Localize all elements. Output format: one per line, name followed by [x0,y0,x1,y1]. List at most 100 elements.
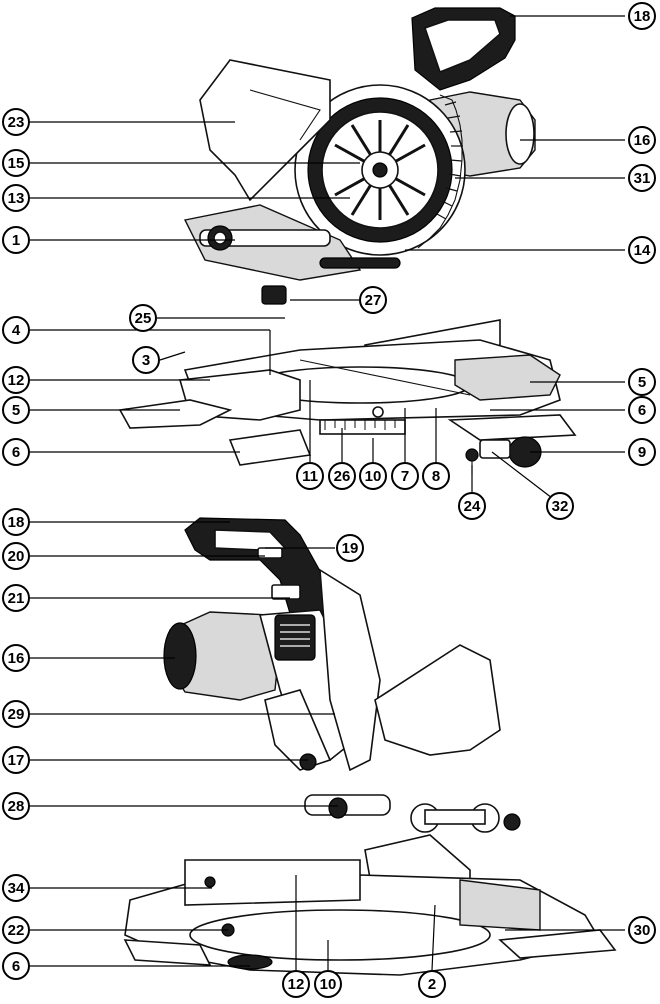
callout-number: 6 [12,958,20,975]
callout-circle [391,462,419,490]
callout-circle [314,970,342,998]
callout-c7: 7 [391,462,419,490]
callout-number: 12 [8,372,25,389]
callout-c30: 30 [628,916,656,944]
callout-c19: 19 [336,534,364,562]
callout-c21: 21 [2,584,30,612]
callout-number: 11 [302,468,318,485]
callout-circle [282,970,310,998]
callout-c15: 15 [2,149,30,177]
bottom-dust-shroud [374,644,501,756]
callout-number: 5 [638,374,646,391]
callout-number: 22 [8,922,25,939]
callout-number: 16 [634,132,651,149]
callout-circle [628,126,656,154]
callout-number: 10 [365,468,382,485]
callout-circle [2,542,30,570]
callout-circle [2,584,30,612]
callout-circle [2,792,30,820]
callout-number: 18 [634,8,651,25]
callout-circle [2,746,30,774]
callout-c16b: 16 [2,644,30,672]
callout-c14: 14 [628,236,656,264]
callout-number: 29 [8,706,25,723]
callout-number: 34 [8,880,25,897]
callout-c8: 8 [422,462,450,490]
callout-number: 30 [634,922,651,939]
callout-number: 24 [464,498,481,515]
callout-c4: 4 [2,316,30,344]
callout-c31: 31 [628,164,656,192]
callout-c5a: 5 [628,368,656,396]
callout-circle [2,508,30,536]
callout-c23: 23 [2,108,30,136]
callout-number: 9 [638,444,646,461]
callout-circle [2,438,30,466]
top-dust-shroud [199,59,331,202]
callout-number: 16 [8,650,25,667]
callout-c25: 25 [129,304,157,332]
callout-c12b: 12 [282,970,310,998]
leader-lines [30,15,625,971]
callout-number: 2 [428,976,436,993]
callout-number: 32 [552,498,569,515]
callout-c26: 26 [328,462,356,490]
callout-circle [132,346,160,374]
callout-circle [2,952,30,980]
callout-c6c: 6 [2,952,30,980]
callout-c9: 9 [628,438,656,466]
callout-number: 21 [8,590,25,607]
callout-number: 27 [365,292,382,309]
callout-c22: 22 [2,916,30,944]
callout-number: 17 [8,752,25,769]
callout-c2: 2 [418,970,446,998]
callout-number: 5 [12,402,20,419]
callout-circle [336,534,364,562]
callout-circle [2,396,30,424]
callout-circle [422,462,450,490]
callout-number: 10 [320,976,337,993]
callout-circle [129,304,157,332]
callout-c10b: 10 [314,970,342,998]
callout-circle [2,226,30,254]
callout-c6b: 6 [2,438,30,466]
callout-number: 20 [8,548,25,565]
callout-number: 25 [135,310,152,327]
callout-circle [2,644,30,672]
callout-circle [2,316,30,344]
callout-circle [628,236,656,264]
callout-number: 12 [288,976,305,993]
callout-circle [328,462,356,490]
callout-circle [359,286,387,314]
callout-c1: 1 [2,226,30,254]
callout-circle [2,184,30,212]
callout-circle [628,396,656,424]
callout-circle [628,438,656,466]
callout-circle [296,462,324,490]
callout-circle [2,108,30,136]
callout-c28: 28 [2,792,30,820]
callout-c18a: 18 [628,2,656,30]
bottom-saw-illustration [123,517,617,976]
callout-c32: 32 [546,492,574,520]
callout-c13: 13 [2,184,30,212]
callout-c34: 34 [2,874,30,902]
callout-c5b: 5 [2,396,30,424]
callout-circle [2,874,30,902]
callout-number: 26 [334,468,351,485]
callout-number: 14 [634,242,651,259]
callout-circle [628,2,656,30]
callout-circle [628,368,656,396]
callout-c17: 17 [2,746,30,774]
callout-number: 8 [432,468,440,485]
callout-number: 15 [8,155,25,172]
callout-number: 1 [12,232,20,249]
callout-c3: 3 [132,346,160,374]
callout-circle [628,916,656,944]
callout-c6a: 6 [628,396,656,424]
callout-c11: 11 [296,462,324,490]
callout-number: 13 [8,190,25,207]
callout-c18b: 18 [2,508,30,536]
